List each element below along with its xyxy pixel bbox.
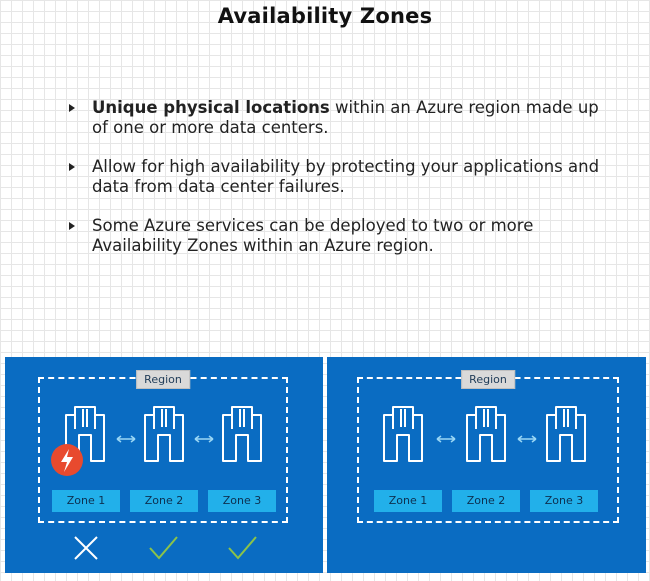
zone-label: Zone 3 [208,490,276,512]
normal-scenario-panel: Region Zone 1 Zone 2 Zone 3 [327,357,646,573]
bidirectional-arrow-icon [436,435,456,443]
datacenter-icon [463,405,509,465]
x-icon [74,536,98,560]
datacenter-icon [219,405,265,465]
region-label: Region [461,370,515,389]
bullet-item: Unique physical locations within an Azur… [64,98,604,138]
bullet-arrow-icon [69,163,75,171]
region-label: Region [136,370,190,389]
zone-label: Zone 1 [374,490,442,512]
zone-label: Zone 1 [52,490,120,512]
zone-label: Zone 2 [452,490,520,512]
bullet-arrow-icon [69,222,75,230]
bullet-item: Allow for high availability by protectin… [64,157,604,197]
lightning-icon [51,444,83,476]
bullet-item: Some Azure services can be deployed to t… [64,216,604,256]
bullet-text: within an Azure region made up of one or… [92,98,599,137]
datacenter-icon [543,405,589,465]
check-icon [149,536,178,560]
check-icon [228,536,257,560]
zone-label: Zone 3 [530,490,598,512]
bullet-text: Allow for high availability by protectin… [92,157,600,196]
bullet-arrow-icon [69,104,75,112]
zone-label: Zone 2 [130,490,198,512]
bidirectional-arrow-icon [116,435,136,443]
bullet-bold-text: Unique physical locations [92,98,330,117]
datacenter-icon [141,405,187,465]
page-title: Availability Zones [217,4,433,28]
bidirectional-arrow-icon [194,435,214,443]
bidirectional-arrow-icon [517,435,537,443]
bullet-list: Unique physical locations within an Azur… [64,98,604,275]
failure-scenario-panel: Region Zone 1 Zone 2 Zone 3 [5,357,323,573]
region-boundary: Region [38,370,288,523]
bullet-text: Some Azure services can be deployed to t… [92,216,534,255]
region-boundary: Region [357,370,619,523]
datacenter-icon [380,405,426,465]
